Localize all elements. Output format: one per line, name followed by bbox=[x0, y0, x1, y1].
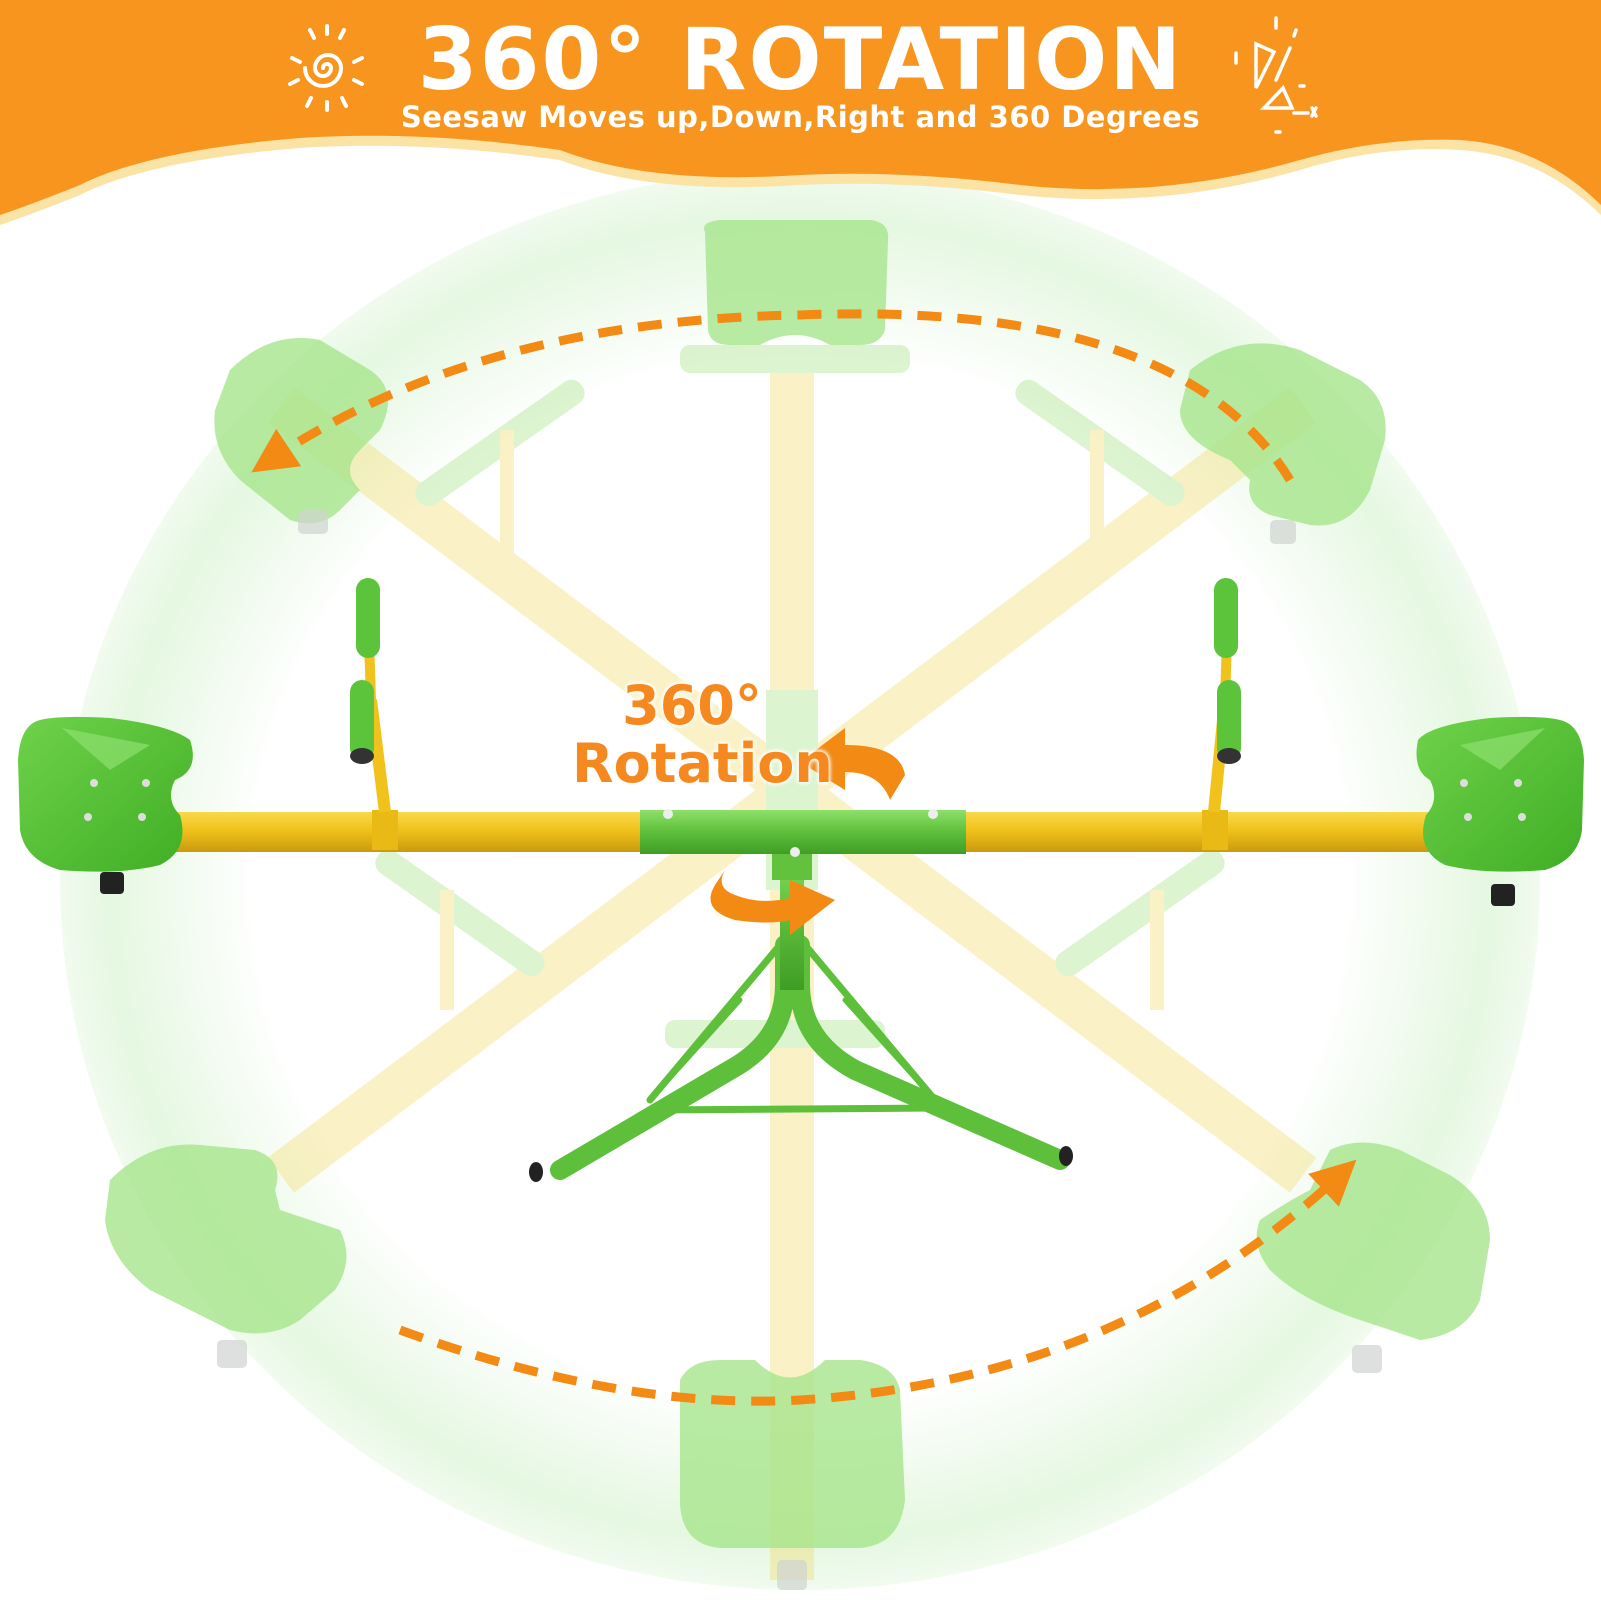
seat-right bbox=[1416, 716, 1584, 906]
header-banner bbox=[0, 0, 1601, 225]
ghost-positions bbox=[267, 345, 1317, 1580]
ghost-seat-top-right bbox=[1180, 343, 1386, 526]
dashed-arc-top bbox=[251, 309, 1294, 483]
rotation-label-text: Rotation bbox=[572, 732, 833, 795]
ghost-seat-top-left bbox=[214, 338, 388, 524]
page-title: 360° ROTATION bbox=[417, 10, 1184, 110]
curved-arrow-right-icon bbox=[710, 870, 835, 935]
rotation-label-degrees: 360° bbox=[622, 674, 762, 737]
handle-left bbox=[350, 578, 391, 813]
handle-right bbox=[1208, 578, 1241, 813]
curved-arrow-left-icon bbox=[800, 728, 905, 800]
base-stand bbox=[529, 840, 1073, 1182]
rotation-label: 360° Rotation bbox=[572, 674, 833, 795]
seat-left bbox=[18, 716, 193, 894]
ghost-seat-bottom bbox=[680, 1360, 905, 1548]
page-subtitle: Seesaw Moves up,Down,Right and 360 Degre… bbox=[400, 100, 1201, 134]
sparkle-confetti-icon bbox=[1234, 16, 1318, 134]
ghost-seat-bottom-left bbox=[105, 1144, 347, 1334]
sun-spiral-icon bbox=[288, 24, 364, 112]
main-beam bbox=[150, 809, 1450, 857]
